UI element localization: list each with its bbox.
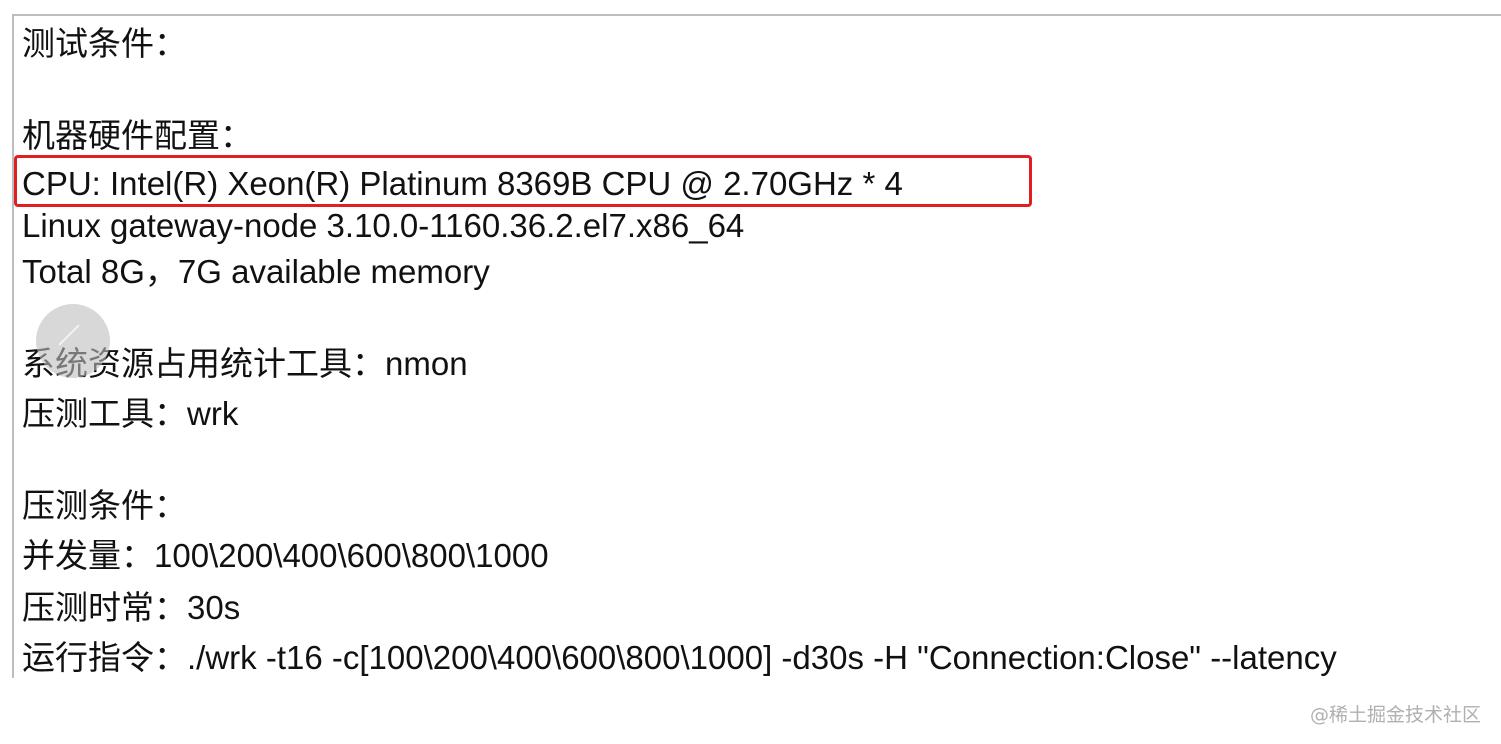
text-line: 机器硬件配置：: [22, 117, 253, 154]
text-line: 测试条件：: [22, 25, 187, 62]
text-line: 运行指令：./wrk -t16 -c[100\200\400\600\800\1…: [22, 639, 1337, 676]
text-line: 压测时常：30s: [22, 589, 241, 626]
highlight-box: [14, 155, 1032, 207]
text-line-cpu: CPU: Intel(R) Xeon(R) Platinum 8369B CPU…: [22, 165, 903, 202]
text-line: Linux gateway-node 3.10.0-1160.36.2.el7.…: [22, 207, 745, 244]
text-line: 压测条件：: [22, 487, 187, 524]
watermark: @稀土掘金技术社区: [1309, 704, 1481, 726]
text-line: 并发量：100\200\400\600\800\1000: [22, 537, 549, 574]
document-panel: 测试条件： 机器硬件配置： CPU: Intel(R) Xeon(R) Plat…: [12, 14, 1501, 678]
floating-back-button[interactable]: [36, 304, 110, 378]
back-arrow-icon: [58, 324, 90, 356]
text-line: Total 8G，7G available memory: [22, 253, 490, 290]
text-line: 压测工具：wrk: [22, 395, 239, 432]
